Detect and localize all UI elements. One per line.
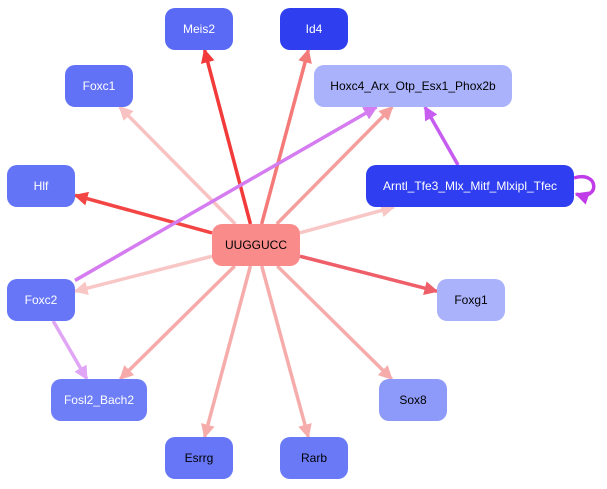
node-foxc1[interactable]: Foxc1 [65,65,133,107]
edge-uuggucc-to-arntl [299,203,396,235]
node-box [51,379,147,421]
node-label: Id4 [306,22,323,36]
edge-uuggucc-to-hlf [73,191,213,235]
node-box [280,8,348,50]
node-box [7,165,75,207]
node-label: Rarb [301,451,327,465]
node-sox8[interactable]: Sox8 [379,379,447,421]
node-foxg1[interactable]: Foxg1 [437,279,505,321]
node-uuggucc[interactable]: UUGGUCC [212,224,300,266]
edge-foxc2-to-hoxc4 [74,105,378,282]
edge-uuggucc-to-hoxc4 [275,105,394,226]
node-label: UUGGUCC [225,238,287,252]
node-box [212,224,300,266]
edge-uuggucc-to-id4 [259,48,312,225]
node-label: Foxc2 [25,293,58,307]
node-label: Esrrg [185,451,214,465]
node-id4[interactable]: Id4 [280,8,348,50]
edge-uuggucc-to-rarb [260,265,312,439]
edge-uuggucc-to-esrrg [201,265,253,439]
edges-layer [51,48,596,439]
node-box [437,279,505,321]
node-label: Foxg1 [454,293,488,307]
node-hoxc4[interactable]: Hoxc4_Arx_Otp_Esx1_Phox2b [314,65,512,107]
edge-uuggucc-to-foxg1 [299,254,439,295]
node-hlf[interactable]: Hlf [7,165,75,207]
edge-uuggucc-to-foxc2 [73,254,213,295]
node-label: Fosl2_Bach2 [64,393,134,407]
node-box [7,279,75,321]
edge-uuggucc-to-meis2 [200,48,253,225]
node-box [280,437,348,479]
node-box [314,65,512,107]
node-meis2[interactable]: Meis2 [165,8,233,50]
node-label: Foxc1 [83,79,116,93]
node-arntl[interactable]: Arntl_Tfe3_Mlx_Mitf_Mlxipl_Tfec [366,165,574,207]
edge-uuggucc-to-fosl2 [119,264,236,381]
node-label: Meis2 [183,22,215,36]
node-label: Sox8 [399,393,427,407]
node-foxc2[interactable]: Foxc2 [7,279,75,321]
node-box [379,379,447,421]
node-box [65,65,133,107]
edge-arntl-to-hoxc4 [423,105,460,166]
edge-uuggucc-to-foxc1 [118,105,237,226]
node-label: Arntl_Tfe3_Mlx_Mitf_Mlxipl_Tfec [383,179,557,193]
node-label: Hoxc4_Arx_Otp_Esx1_Phox2b [330,79,496,93]
node-box [366,165,574,207]
node-label: Hlf [34,179,49,193]
node-box [165,8,233,50]
edge-uuggucc-to-sox8 [276,264,393,381]
node-box [165,437,233,479]
node-rarb[interactable]: Rarb [280,437,348,479]
edge-foxc2-to-fosl2 [51,320,89,381]
node-fosl2[interactable]: Fosl2_Bach2 [51,379,147,421]
edge-arntl-to-arntl [573,174,596,205]
node-esrrg[interactable]: Esrrg [165,437,233,479]
